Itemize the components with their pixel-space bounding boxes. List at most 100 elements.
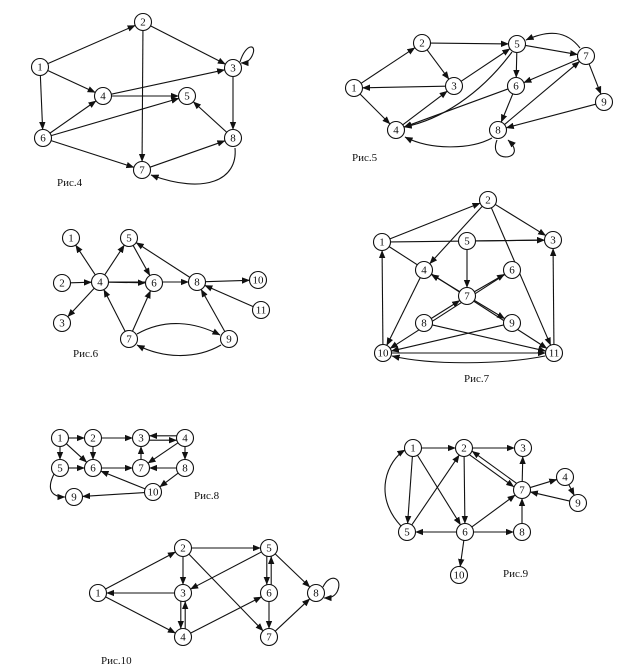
node-label: 9 — [575, 498, 581, 510]
node-circle — [133, 12, 153, 32]
node-label: 4 — [421, 265, 427, 277]
edge-2-3 — [150, 25, 226, 65]
node-circle — [173, 538, 193, 558]
node-circle — [119, 329, 139, 349]
edge-6-8 — [500, 93, 514, 123]
node-label: 10 — [378, 348, 390, 360]
node-circle — [219, 329, 239, 349]
node-circle — [93, 86, 113, 106]
edge-7-6 — [474, 273, 505, 293]
node-circle — [344, 78, 364, 98]
edge-7-9 — [474, 299, 506, 320]
node-label: 7 — [126, 334, 132, 346]
node-label: 3 — [451, 81, 457, 93]
edge-5-3 — [475, 236, 545, 244]
node-label: 1 — [95, 588, 101, 600]
node-label: 5 — [464, 236, 470, 248]
node-circle — [177, 86, 197, 106]
node-circle — [512, 522, 532, 542]
node-circle — [457, 286, 477, 306]
edge-6-5 — [51, 97, 180, 137]
node-circle — [83, 458, 103, 478]
edge-10-9 — [82, 491, 145, 500]
edge-group — [378, 202, 557, 364]
node-label: 5 — [514, 39, 520, 51]
edge-7-3 — [519, 456, 526, 482]
edge-2-3 — [494, 203, 547, 237]
node-circle — [372, 232, 392, 252]
edge-group — [49, 432, 189, 501]
edge-5-3 — [190, 551, 262, 590]
figure-caption: Рис.5 — [352, 152, 378, 164]
node-label: 6 — [151, 278, 157, 290]
node-label: 6 — [266, 588, 272, 600]
edge-6-10 — [458, 540, 465, 567]
node-circle — [30, 57, 50, 77]
edge-7-6 — [523, 58, 579, 84]
edge-4-5 — [104, 244, 125, 276]
edge-7-9 — [588, 63, 602, 95]
edge-5-7 — [525, 44, 579, 57]
node-label: 1 — [37, 62, 43, 74]
node-label: 6 — [90, 463, 96, 475]
edge-1-6 — [65, 443, 88, 463]
node-circle — [175, 428, 195, 448]
node-circle — [223, 58, 243, 78]
node-label: 4 — [393, 125, 399, 137]
figure-caption: Рис.4 — [57, 177, 83, 189]
node-circle — [175, 458, 195, 478]
edge-2-4 — [429, 205, 483, 265]
node-circle — [488, 120, 508, 140]
node-label: 11 — [256, 305, 267, 317]
edge-4-6 — [190, 596, 262, 634]
node-label: 8 — [421, 318, 427, 330]
edge-2-6 — [461, 456, 469, 524]
node-circle — [555, 467, 575, 487]
edge-4-1 — [75, 244, 96, 276]
edge-1-2 — [360, 47, 416, 84]
edge-8-5 — [135, 242, 191, 278]
node-circle — [187, 272, 207, 292]
node-circle — [414, 313, 434, 333]
node-circle — [478, 190, 498, 210]
node-circle — [502, 260, 522, 280]
node-circle — [88, 583, 108, 603]
node-circle — [119, 228, 139, 248]
node-circle — [444, 76, 464, 96]
edge-6-10 — [389, 274, 506, 349]
node-label: 8 — [313, 588, 319, 600]
edge-11-8 — [204, 284, 254, 308]
node-circle — [64, 487, 84, 507]
node-label: 3 — [520, 443, 526, 455]
node-label: 5 — [126, 233, 132, 245]
node-circle — [143, 482, 163, 502]
node-circle — [50, 458, 70, 478]
node-label: 2 — [485, 195, 491, 207]
node-label: 3 — [230, 63, 236, 75]
edge-8-7 — [150, 147, 236, 185]
node-circle — [52, 273, 72, 293]
edge-2-4 — [70, 279, 92, 286]
node-label: 5 — [404, 527, 410, 539]
node-label: 11 — [549, 348, 560, 360]
node-circle — [414, 260, 434, 280]
edge-8-11 — [432, 324, 547, 353]
node-label: 10 — [148, 487, 160, 499]
node-circle — [259, 583, 279, 603]
edge-11-3 — [549, 248, 557, 345]
edge-3-3 — [239, 46, 255, 67]
edge-2-11 — [490, 207, 552, 346]
node-label: 7 — [583, 51, 589, 63]
node-label: 9 — [601, 97, 607, 109]
node-label: 1 — [351, 83, 357, 95]
edge-8-10 — [205, 277, 250, 284]
